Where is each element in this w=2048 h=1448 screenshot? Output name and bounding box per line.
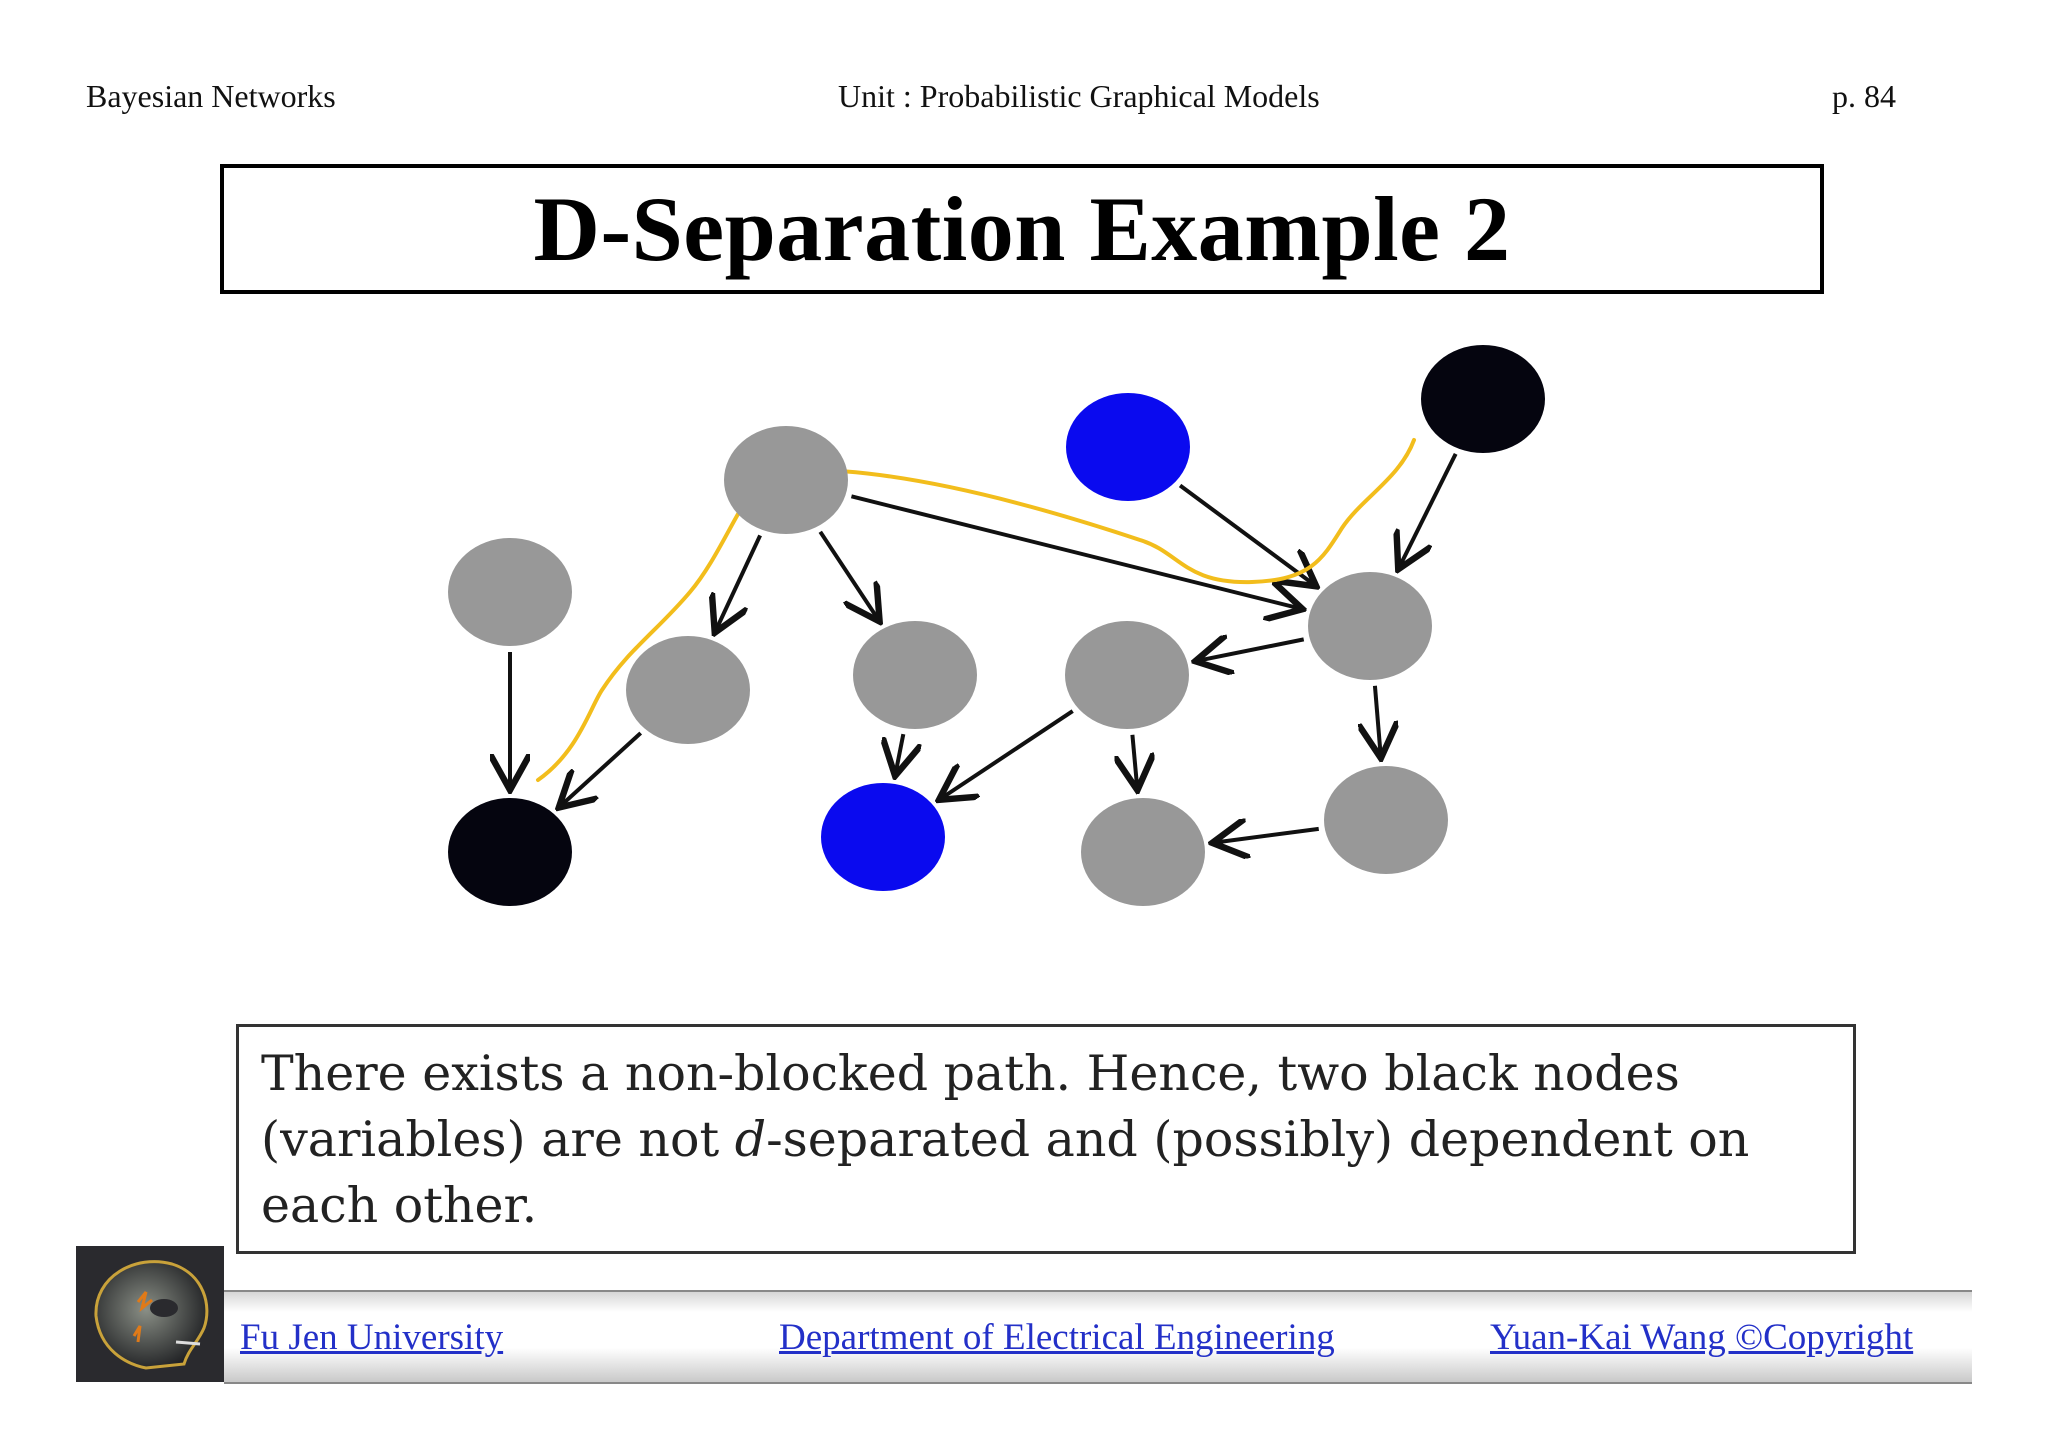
footer-department-link[interactable]: Department of Electrical Engineering	[779, 1317, 1335, 1358]
node-gray-n5	[626, 636, 750, 744]
edge-n2-n8	[1178, 483, 1313, 584]
footer-band	[224, 1290, 1972, 1384]
header-page-number: p. 84	[1832, 78, 1896, 114]
edges-layer	[510, 453, 1458, 843]
edge-n7-n11	[1132, 734, 1137, 786]
edge-n1-n5	[716, 534, 762, 629]
edge-n12-n11	[1216, 829, 1320, 843]
caption-line-3: each other.	[261, 1177, 538, 1234]
slide-title-box: D-Separation Example 2	[220, 164, 1824, 294]
non-blocked-path	[536, 438, 1416, 782]
nodes-layer	[448, 345, 1545, 906]
edge-n8-n12	[1375, 685, 1381, 754]
footer-copyright-link[interactable]: Yuan-Kai Wang ©Copyright	[1490, 1317, 1914, 1358]
edge-n1-n8	[850, 494, 1298, 608]
edge-n6-n10	[896, 733, 903, 772]
edge-n3-n8	[1400, 453, 1458, 566]
node-gray-n7	[1065, 621, 1189, 729]
header-course-title: Bayesian Networks	[86, 78, 336, 114]
node-gray-n8	[1308, 572, 1432, 680]
node-black-n3	[1421, 345, 1545, 453]
d-separation-term: d	[734, 1111, 767, 1168]
skull-logo-icon	[76, 1246, 224, 1382]
caption-box: There exists a non-blocked path. Hence, …	[236, 1024, 1856, 1254]
node-black-n9	[448, 798, 572, 906]
footer: Fu Jen University Department of Electric…	[76, 1246, 1972, 1384]
edge-n8-n7	[1199, 639, 1305, 660]
edge-n5-n9	[562, 731, 643, 805]
edge-n7-n10	[942, 709, 1074, 798]
node-blue-n2	[1066, 393, 1190, 501]
edge-n1-n6	[818, 530, 877, 618]
caption-line-1: There exists a non-blocked path. Hence, …	[261, 1045, 1680, 1102]
header-unit-title: Unit : Probabilistic Graphical Models	[838, 78, 1320, 114]
node-gray-n6	[853, 621, 977, 729]
node-blue-n10	[821, 783, 945, 891]
node-gray-n1	[724, 426, 848, 534]
node-gray-n4	[448, 538, 572, 646]
footer-university-link[interactable]: Fu Jen University	[240, 1317, 504, 1358]
caption-line-2: (variables) are not d-separated and (pos…	[261, 1111, 1750, 1168]
slide-title: D-Separation Example 2	[533, 178, 1511, 280]
node-gray-n11	[1081, 798, 1205, 906]
node-gray-n12	[1324, 766, 1448, 874]
